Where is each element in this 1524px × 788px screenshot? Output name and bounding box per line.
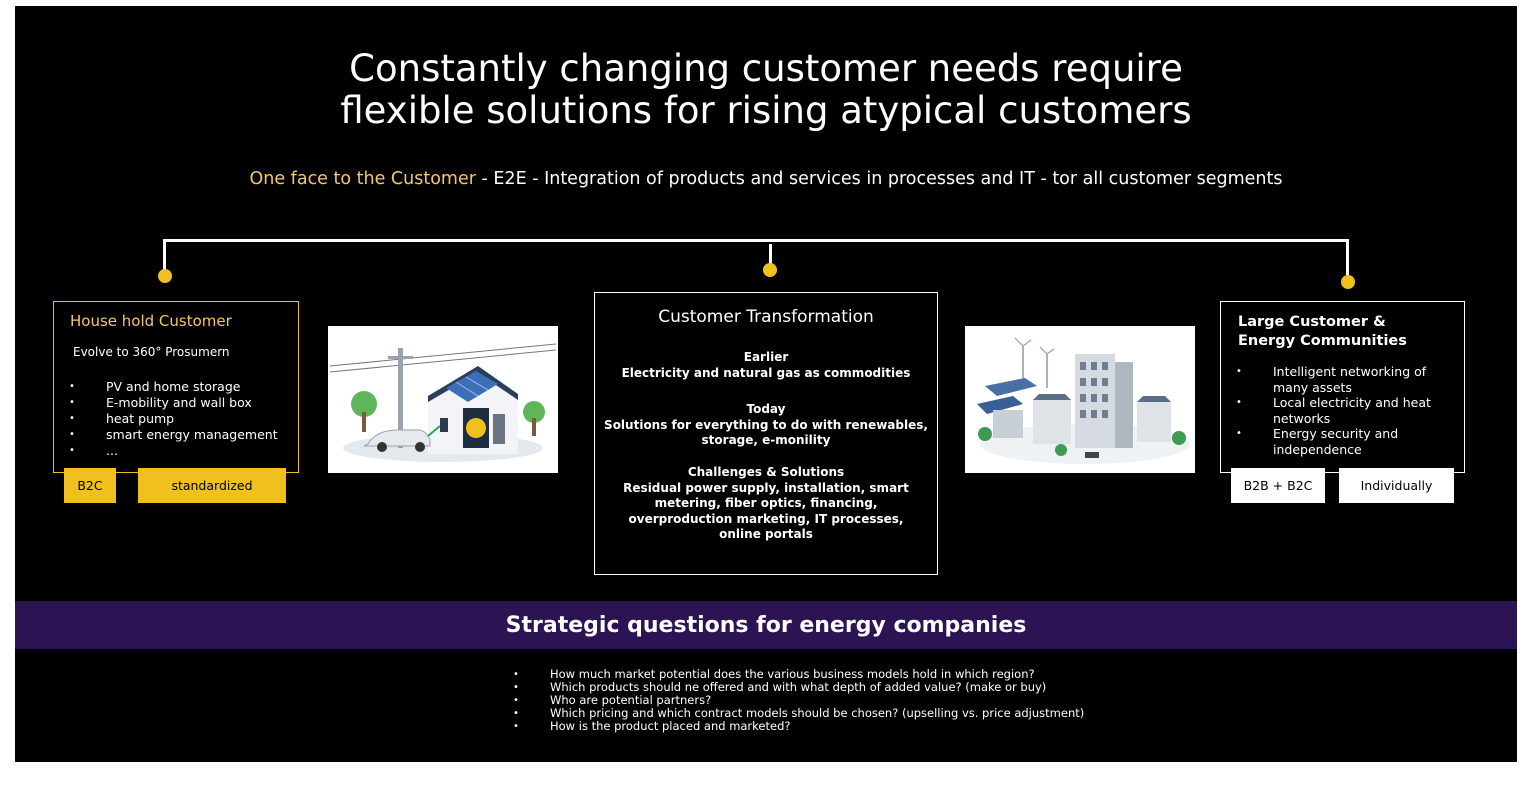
challenges-text-1: Residual power supply, installation, sma…: [623, 480, 909, 495]
today-section: Today Solutions for everything to do wit…: [595, 402, 937, 449]
standardized-tag: standardized: [138, 468, 286, 503]
large-customer-box: Large Customer & Energy Communities Inte…: [1220, 301, 1465, 473]
challenges-text-3: overproduction marketing, IT processes,: [628, 511, 904, 526]
b2c-tag: B2C: [64, 468, 116, 503]
transformation-title: Customer Transformation: [658, 307, 874, 327]
list-item: smart energy management: [69, 427, 278, 443]
list-item-line: independence: [1273, 441, 1362, 457]
household-subtitle: Evolve to 360° Prosumern: [73, 345, 230, 359]
challenges-heading: Challenges & Solutions: [687, 465, 845, 479]
today-text-1: Solutions for everything to do with rene…: [604, 417, 928, 432]
today-heading: Today: [746, 402, 786, 416]
page-title: Constantly changing customer needs requi…: [15, 48, 1517, 132]
house-illustration: [328, 326, 558, 473]
connector-left-drop: [163, 239, 166, 271]
subtitle-highlight: One face to the Customer: [249, 169, 476, 189]
title-line-2: flexible solutions for rising atypical c…: [340, 89, 1192, 132]
strategic-questions-list: How much market potential does the vario…: [513, 668, 1084, 734]
list-item-line: Energy security and: [1273, 426, 1399, 441]
connector-horizontal: [163, 239, 1349, 242]
list-item: E-mobility and wall box: [69, 395, 278, 411]
list-item: Who are potential partners?: [513, 694, 1084, 708]
list-item: heat pump: [69, 411, 278, 427]
list-item: How much market potential does the vario…: [513, 668, 1084, 682]
large-customer-title: Large Customer & Energy Communities: [1238, 313, 1407, 351]
individually-tag: Individually: [1339, 468, 1454, 503]
list-item-line: Local electricity and heat: [1273, 395, 1431, 410]
large-title-line-2: Energy Communities: [1238, 333, 1407, 349]
today-text-2: storage, e-monility: [701, 433, 831, 447]
customer-transformation-box: Customer Transformation Earlier Electric…: [594, 292, 938, 575]
earlier-text: Electricity and natural gas as commoditi…: [621, 365, 911, 380]
challenges-text-2: metering, fiber optics, financing,: [654, 496, 878, 510]
household-title: House hold Customer: [70, 312, 232, 330]
connector-dot-center: [763, 263, 777, 277]
subtitle: One face to the Customer - E2E - Integra…: [15, 169, 1517, 189]
list-item-line: many assets: [1273, 379, 1352, 395]
list-item: Which pricing and which contract models …: [513, 707, 1084, 721]
city-illustration: [965, 326, 1195, 473]
b2b-b2c-tag: B2B + B2C: [1231, 468, 1325, 503]
connector-right-drop: [1346, 239, 1349, 277]
title-line-1: Constantly changing customer needs requi…: [349, 47, 1183, 90]
challenges-section: Challenges & Solutions Residual power su…: [595, 465, 937, 543]
earlier-heading: Earlier: [743, 350, 789, 364]
list-item: ...: [69, 443, 278, 459]
list-item: How is the product placed and marketed?: [513, 720, 1084, 734]
large-title-line-1: Large Customer &: [1238, 314, 1386, 330]
list-item-line: Intelligent networking of: [1273, 364, 1427, 379]
challenges-text-4: online portals: [719, 527, 813, 541]
list-item: PV and home storage: [69, 379, 278, 395]
list-item: Which products should ne offered and wit…: [513, 681, 1084, 695]
subtitle-rest: - E2E - Integration of products and serv…: [475, 169, 1283, 189]
connector-dot-left: [158, 269, 172, 283]
connector-center-drop: [769, 244, 772, 265]
slide: Constantly changing customer needs requi…: [15, 6, 1517, 762]
household-customer-box: House hold Customer Evolve to 360° Prosu…: [53, 301, 299, 473]
band-title: Strategic questions for energy companies: [505, 612, 1027, 638]
earlier-section: Earlier Electricity and natural gas as c…: [595, 350, 937, 381]
strategic-questions-band: Strategic questions for energy companies: [15, 601, 1517, 649]
city-energy-icon: [977, 337, 1190, 464]
house-solar-icon: [329, 343, 557, 462]
household-list: PV and home storage E-mobility and wall …: [69, 379, 278, 459]
list-item-line: networks: [1273, 410, 1331, 426]
connector-dot-right: [1341, 275, 1355, 289]
